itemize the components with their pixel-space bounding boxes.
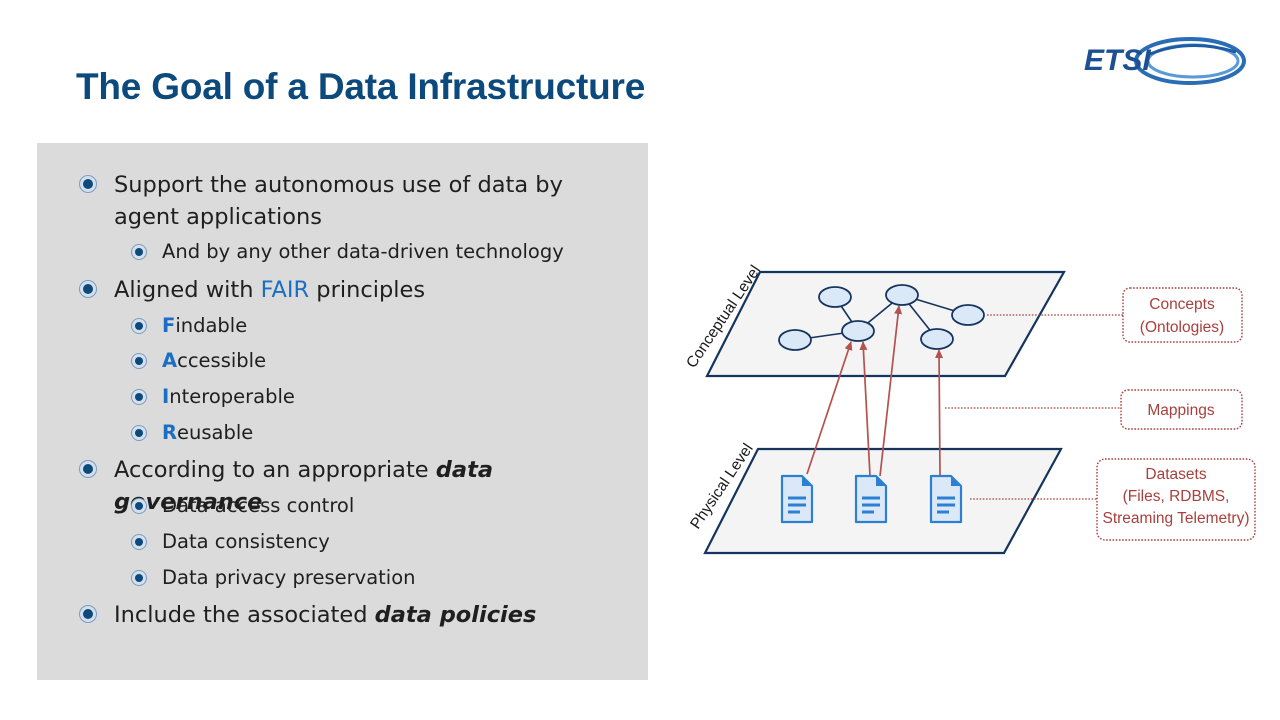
sub-bullet-data-driven: And by any other data-driven technology <box>125 239 625 265</box>
bullet-text: Data consistency <box>162 530 330 553</box>
bullet-text: According to an appropriate <box>114 457 436 483</box>
bullet-icon <box>83 179 93 189</box>
dataset-file-icon <box>780 474 814 524</box>
concepts-sub-label: (Ontologies) <box>1140 319 1224 336</box>
bullet-icon <box>83 284 93 294</box>
bullet-icon <box>135 393 143 401</box>
bullet-icon <box>135 322 143 330</box>
mappings-label: Mappings <box>1147 402 1214 419</box>
sub-bullet-accessible: Accessible <box>125 348 625 374</box>
bullet-data-policies: Include the associated data policies <box>77 599 632 631</box>
fair-rest: indable <box>175 314 248 337</box>
bullet-text: Data privacy preservation <box>162 566 416 589</box>
sub-bullet-consistency: Data consistency <box>125 529 625 555</box>
bullet-panel <box>37 143 648 680</box>
bullet-text: Aligned with <box>114 277 261 303</box>
bullet-text-end: principles <box>309 277 426 303</box>
sub-bullet-interoperable: Interoperable <box>125 384 625 410</box>
fair-initial: A <box>162 349 178 372</box>
dataset-file-icon <box>929 474 963 524</box>
sub-bullet-reusable: Reusable <box>125 420 625 446</box>
bullet-text: Include the associated <box>114 602 375 628</box>
bullet-icon <box>83 464 93 474</box>
fair-initial: I <box>162 385 170 408</box>
etsi-logo-text: ETSI <box>1084 44 1151 77</box>
ontology-graph <box>778 284 985 351</box>
callout-boxes <box>1096 287 1256 541</box>
bullet-icon <box>135 248 143 256</box>
dataset-file-icon <box>854 474 888 524</box>
etsi-logo: ETSI <box>1084 37 1246 85</box>
datasets-sub-label-1: (Files, RDBMS, <box>1123 488 1230 505</box>
fair-initial: R <box>162 421 178 444</box>
bullet-autonomous-use: Support the autonomous use of data by ag… <box>77 169 632 233</box>
fair-rest: eusable <box>177 421 254 444</box>
fair-highlight: FAIR <box>260 277 310 303</box>
data-infrastructure-diagram: Concepts (Ontologies) Mappings Datasets … <box>683 262 1256 555</box>
bullet-icon <box>135 502 143 510</box>
fair-rest: ccessible <box>177 349 267 372</box>
bullet-text: Support the autonomous use of data by ag… <box>114 172 563 230</box>
bullet-icon <box>135 574 143 582</box>
datasets-sub-label-2: Streaming Telemetry) <box>1102 510 1249 527</box>
bullet-text: And by any other data-driven technology <box>162 240 564 263</box>
slide-title: The Goal of a Data Infrastructure <box>76 66 646 107</box>
fair-initial: F <box>162 314 176 337</box>
bullet-icon <box>135 429 143 437</box>
mapping-arrows <box>806 305 944 477</box>
leader-lines <box>945 314 1123 500</box>
sub-bullet-privacy: Data privacy preservation <box>125 565 625 591</box>
bullet-icon <box>83 609 93 619</box>
bullet-text: Data access control <box>162 494 355 517</box>
bullet-fair: Aligned with FAIR principles <box>77 274 632 306</box>
bullet-icon <box>135 357 143 365</box>
conceptual-level-plane <box>705 270 1066 378</box>
fair-rest: nteroperable <box>169 385 295 408</box>
bullet-emphasis: data policies <box>374 602 537 628</box>
bullet-icon <box>135 538 143 546</box>
datasets-label: Datasets <box>1145 466 1206 483</box>
concepts-label: Concepts <box>1149 296 1215 313</box>
sub-bullet-access-control: Data access control <box>125 493 625 519</box>
sub-bullet-findable: Findable <box>125 313 625 339</box>
